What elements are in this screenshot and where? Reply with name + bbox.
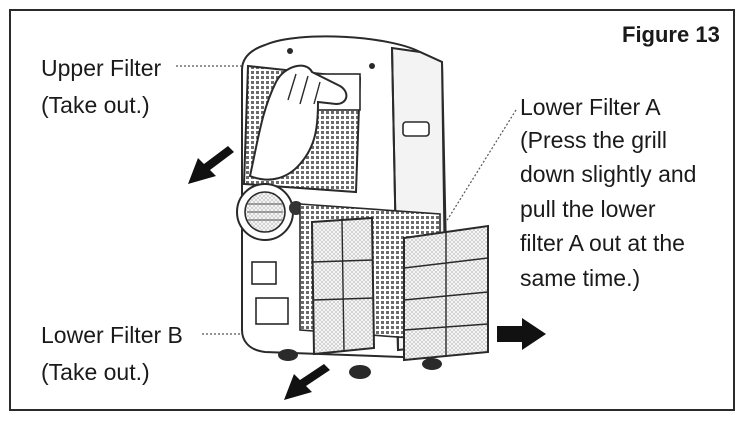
lower-filter-b <box>312 218 374 354</box>
drain-plug <box>252 262 276 284</box>
pull-arrow-lower-b <box>284 364 330 400</box>
pull-arrow-upper <box>188 146 234 184</box>
handle-recess <box>403 122 429 136</box>
lower-filter-a <box>404 226 488 360</box>
pull-arrow-lower-a <box>497 318 546 350</box>
power-port <box>256 298 288 324</box>
exhaust-vent <box>237 184 293 240</box>
lower-filter-a-leader-line <box>446 110 516 222</box>
